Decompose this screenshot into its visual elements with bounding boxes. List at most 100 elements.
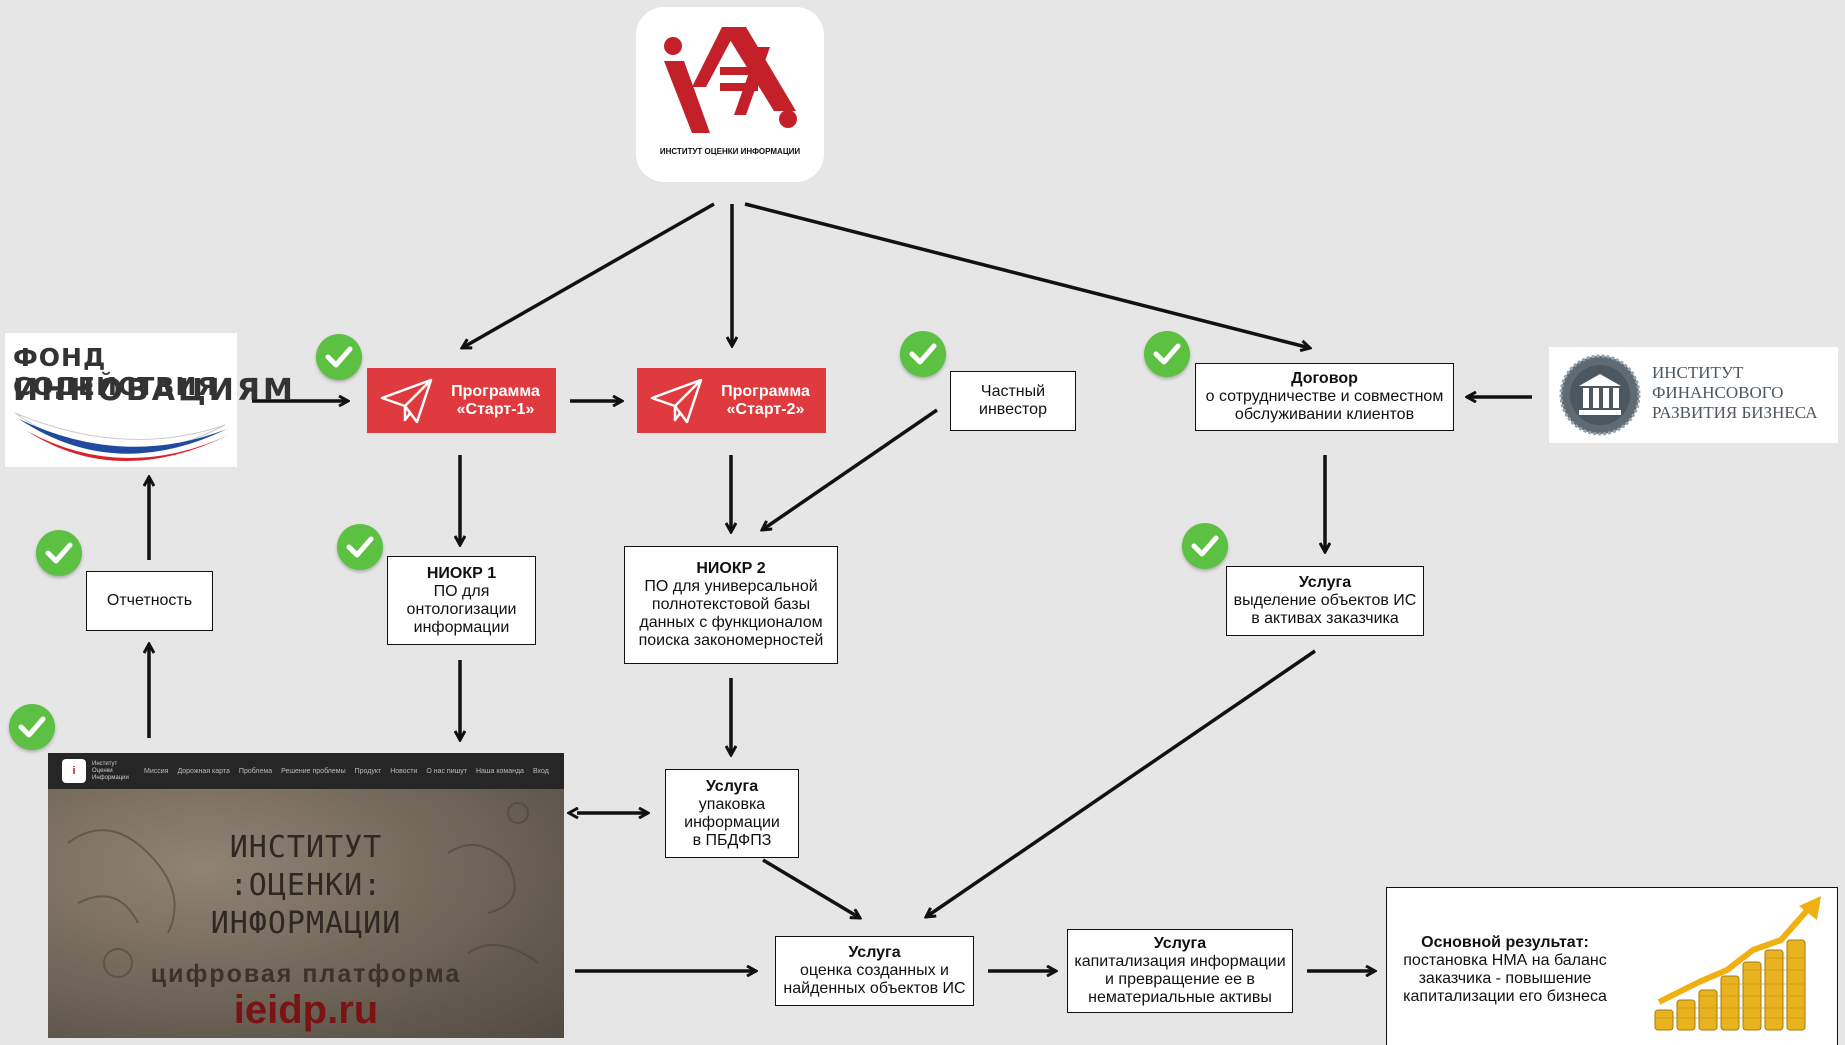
website-nav-item[interactable]: Вход [532, 767, 549, 775]
contract-line2: обслуживании клиентов [1234, 406, 1415, 423]
niokr2-line2: полнотекстовой базы [651, 596, 811, 613]
contract-title: Договор [1291, 370, 1358, 387]
program-start2-label: Программа «Старт-2» [705, 383, 826, 419]
coins-chart-icon [1654, 896, 1821, 1031]
check-icon [1182, 523, 1228, 569]
website-nav-item[interactable]: Наша команда [475, 767, 524, 775]
fund-logo-line1: ФОНД СОДЕЙСТВИЯ [13, 343, 218, 401]
website-subtitle: цифровая платформа [150, 960, 462, 988]
result-line3: капитализации его бизнеса [1403, 988, 1607, 1005]
niokr1-box: НИОКР 1 ПО для онтологизации информации [387, 556, 536, 645]
website-hero-line2: :ОЦЕНКИ: [229, 868, 383, 903]
website-logo: i [62, 759, 86, 783]
ieo-logo-mark [664, 27, 797, 133]
website-navbar: i Институт Оценки Информации Миссия Доро… [48, 753, 564, 789]
service-eval-line2: найденных объектов ИС [783, 980, 966, 997]
arrow-pack-to-eval [762, 858, 860, 918]
check-icon [316, 334, 362, 380]
report-box: Отчетность [86, 571, 213, 631]
niokr2-title: НИОКР 2 [696, 560, 766, 577]
fund-logo: ФОНД СОДЕЙСТВИЯ ИННОВАЦИЯМ [5, 333, 293, 467]
service-eval-title: Услуга [848, 944, 901, 961]
program-start1: Программа «Старт-1» [367, 368, 556, 433]
result-line2: заказчика - повышение [1418, 970, 1592, 987]
website-nav-item[interactable]: Миссия [144, 767, 169, 775]
website-hero-line1: ИНСТИТУТ [229, 830, 383, 865]
service-cap-line2: и превращение ее в [1105, 971, 1255, 988]
service-ip-line1: выделение объектов ИС [1233, 592, 1417, 609]
niokr2-box: НИОКР 2 ПО для универсальной полнотексто… [624, 546, 838, 664]
program-start1-line2: «Старт-1» [456, 400, 535, 418]
ifrb-logo-line2: ФИНАНСОВОГО [1652, 383, 1784, 402]
service-pack-line2: информации [684, 813, 780, 831]
ifrb-logo-line1: ИНСТИТУТ [1652, 363, 1744, 382]
arrow-service-ip-to-eval [926, 649, 1316, 917]
service-eval-box: Услуга оценка созданных и найденных объе… [775, 936, 974, 1006]
service-cap-line3: нематериальные активы [1088, 989, 1272, 1006]
check-icon [900, 331, 946, 377]
program-start1-label: Программа «Старт-1» [435, 383, 556, 419]
website-nav-item[interactable]: О нас пишут [426, 767, 467, 775]
niokr1-line2: онтологизации [406, 600, 517, 618]
check-icon [1144, 331, 1190, 377]
result-box: Основной результат: постановка НМА на ба… [1386, 887, 1838, 1045]
paper-plane-icon [380, 378, 433, 423]
website-brand-line1: Институт [92, 760, 118, 767]
result-title: Основной результат: [1421, 934, 1589, 951]
ieo-logo: ИНСТИТУТ ОЦЕНКИ ИНФОРМАЦИИ [636, 7, 824, 182]
program-start2-line2: «Старт-2» [726, 400, 805, 418]
website-nav-item[interactable]: Проблема [238, 767, 273, 775]
service-ip-box: Услуга выделение объектов ИС в активах з… [1226, 566, 1424, 636]
service-cap-title: Услуга [1153, 935, 1207, 952]
service-pack-line1: упаковка [698, 795, 766, 813]
flag-swoosh [14, 412, 229, 462]
service-pack-line3: в ПБДФПЗ [692, 831, 772, 849]
investor-line2: инвестор [979, 401, 1047, 418]
check-icon [9, 704, 55, 750]
service-pack-box: Услуга упаковка информации в ПБДФПЗ [665, 769, 799, 858]
investor-box: Частный инвестор [950, 371, 1076, 431]
investor-line1: Частный [980, 383, 1046, 400]
service-pack-title: Услуга [705, 777, 759, 795]
website-nav-item[interactable]: Решение проблемы [281, 767, 346, 775]
website-brand-line2: Оценки [92, 767, 113, 774]
niokr2-line4: поиска закономерностей [638, 632, 824, 649]
service-cap-box: Услуга капитализация информации и превра… [1067, 929, 1293, 1013]
service-ip-title: Услуга [1298, 574, 1352, 591]
niokr1-line3: информации [413, 618, 510, 636]
arrow-ieo-to-contract [744, 202, 1310, 348]
contract-line1: о сотрудничестве и совместном [1205, 388, 1444, 405]
website-domain-link[interactable]: ieidp.ru [233, 988, 379, 1032]
report-label: Отчетность [106, 592, 193, 609]
arrow-investor-to-niokr2 [762, 408, 938, 530]
service-cap-line1: капитализация информации [1074, 953, 1286, 970]
niokr1-title: НИОКР 1 [426, 564, 497, 582]
niokr2-line1: ПО для универсальной [644, 578, 818, 595]
check-icon [337, 524, 383, 570]
website-nav-item[interactable]: Новости [390, 767, 418, 775]
ifrb-logo-line3: РАЗВИТИЯ БИЗНЕСА [1652, 403, 1818, 422]
stone-engravings [67, 802, 539, 978]
check-icon [36, 530, 82, 576]
fund-logo-line2: ИННОВАЦИЯМ [13, 373, 296, 408]
niokr2-line3: данных с функционалом [639, 614, 823, 631]
niokr1-line1: ПО для [433, 582, 490, 600]
program-start2: Программа «Старт-2» [637, 368, 826, 433]
ieo-logo-caption: ИНСТИТУТ ОЦЕНКИ ИНФОРМАЦИИ [659, 147, 801, 156]
program-start2-line1: Программа [721, 382, 810, 400]
ifrb-logo: ИНСТИТУТ ФИНАНСОВОГО РАЗВИТИЯ БИЗНЕСА [1549, 347, 1838, 443]
website-brand-line3: Информации [92, 774, 129, 781]
website-nav-item[interactable]: Дорожная карта [177, 767, 230, 775]
result-line1: постановка НМА на баланс [1403, 952, 1607, 969]
columns-icon [1559, 354, 1641, 436]
arrow-ieo-to-start1 [462, 202, 715, 348]
website-screenshot: i Институт Оценки Информации Миссия Доро… [48, 753, 564, 1038]
website-hero-line3: ИНФОРМАЦИИ [210, 906, 402, 941]
website-nav: Миссия Дорожная карта Проблема Решение п… [144, 768, 558, 775]
contract-box: Договор о сотрудничестве и совместном об… [1195, 363, 1454, 431]
service-eval-line1: оценка созданных и [800, 962, 949, 979]
service-ip-line2: в активах заказчика [1251, 610, 1399, 627]
website-nav-item[interactable]: Продукт [354, 767, 382, 775]
paper-plane-icon [650, 378, 703, 423]
